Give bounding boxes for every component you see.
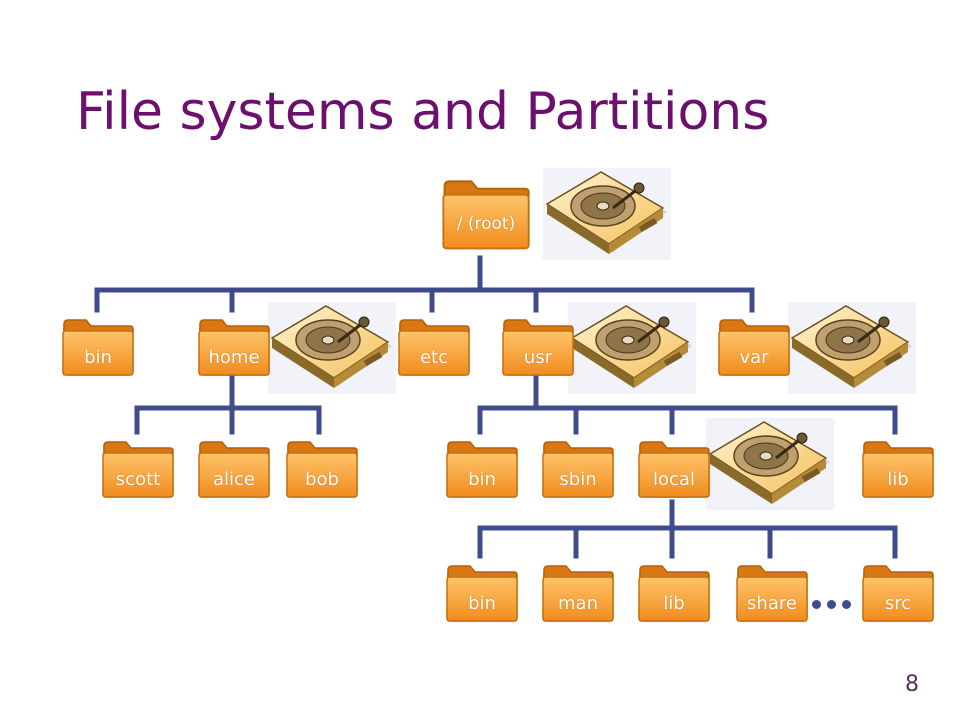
folder-label: / (root)	[456, 214, 516, 234]
folder-label: sbin	[559, 469, 597, 490]
folder-icon	[196, 436, 272, 500]
folder-usr-lib: lib	[860, 436, 936, 500]
folder-src: src	[860, 560, 936, 624]
folder-man: man	[540, 560, 616, 624]
folder-home: home	[196, 314, 272, 378]
folder-label: scott	[115, 469, 161, 490]
folder-label: share	[747, 593, 797, 614]
folder-label: lib	[663, 593, 685, 614]
folder-icon	[444, 560, 520, 624]
folder-label: lib	[887, 469, 909, 490]
folder-bin: bin	[60, 314, 136, 378]
folder-icon	[636, 436, 712, 500]
folder-label: var	[739, 347, 769, 368]
folder-icon	[636, 560, 712, 624]
folder-local-bin: bin	[444, 560, 520, 624]
folder-share: share	[734, 560, 810, 624]
folder-label: bob	[305, 469, 339, 490]
folder-icon	[60, 314, 136, 378]
folder-label: bin	[84, 347, 112, 368]
folder-label: home	[208, 347, 260, 368]
folder-bob: bob	[284, 436, 360, 500]
folder-label: man	[558, 593, 598, 614]
folder-usr-bin: bin	[444, 436, 520, 500]
dot	[827, 600, 836, 609]
folder-icon	[540, 436, 616, 500]
folder-scott: scott	[100, 436, 176, 500]
folder-icon	[100, 436, 176, 500]
folder-label: bin	[468, 469, 496, 490]
folder-etc: etc	[396, 314, 472, 378]
folder-label: alice	[212, 469, 255, 490]
hard-disk-icon	[706, 418, 834, 510]
page-number: 8	[905, 672, 919, 697]
folder-icon	[734, 560, 810, 624]
folder-label: usr	[523, 347, 553, 368]
folder-label: src	[884, 593, 912, 614]
folder-alice: alice	[196, 436, 272, 500]
folder-icon	[500, 314, 576, 378]
hard-disk-icon	[543, 168, 671, 260]
folder-icon	[716, 314, 792, 378]
folder-label: etc	[419, 347, 449, 368]
dot	[812, 600, 821, 609]
folder-label: local	[653, 469, 695, 490]
folder-icon	[442, 180, 530, 250]
folder-local-lib: lib	[636, 560, 712, 624]
hard-disk-icon	[268, 302, 396, 394]
folder-icon	[860, 560, 936, 624]
folder-usr: usr	[500, 314, 576, 378]
folder-icon	[396, 314, 472, 378]
folder-root: / (root)	[430, 174, 542, 252]
folder-label: bin	[468, 593, 496, 614]
folder-var: var	[716, 314, 792, 378]
folder-icon	[196, 314, 272, 378]
folder-icon	[444, 436, 520, 500]
hard-disk-icon	[788, 302, 916, 394]
ellipsis-icon	[812, 594, 860, 609]
folder-icon	[540, 560, 616, 624]
folder-local: local	[636, 436, 712, 500]
folder-icon	[284, 436, 360, 500]
hard-disk-icon	[568, 302, 696, 394]
page-title: File systems and Partitions	[76, 82, 770, 142]
folder-sbin: sbin	[540, 436, 616, 500]
dot	[842, 600, 851, 609]
folder-icon	[860, 436, 936, 500]
